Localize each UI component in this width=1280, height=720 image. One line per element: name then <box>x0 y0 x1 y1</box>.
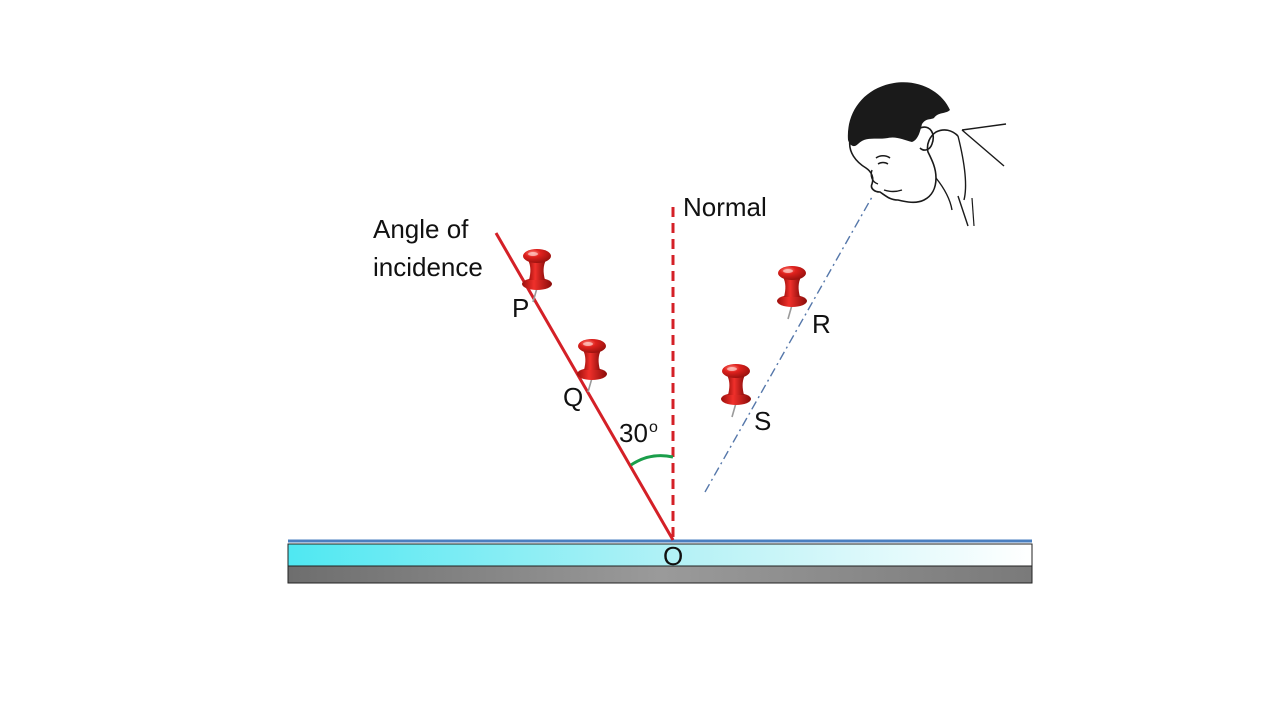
line-of-sight <box>704 196 873 493</box>
angle-value: 30 <box>619 418 648 448</box>
pin-p-label: P <box>512 293 529 323</box>
angle-arc <box>630 454 674 467</box>
angle-of-incidence-label-line2: incidence <box>373 252 483 282</box>
pin-q-label: Q <box>563 382 583 412</box>
pin-s-label: S <box>754 406 771 436</box>
mirror-base <box>287 565 1033 584</box>
angle-of-incidence-label-line1: Angle of <box>373 214 469 244</box>
point-o-label: O <box>663 541 683 571</box>
pin-s-icon <box>720 363 752 418</box>
normal-label: Normal <box>683 192 767 222</box>
observer-head-icon <box>847 82 1007 227</box>
angle-value-label: 30 o <box>619 418 658 448</box>
angle-degree-symbol: o <box>649 419 658 436</box>
plane-mirror <box>287 539 1033 584</box>
pin-r-label: R <box>812 309 831 339</box>
incident-ray <box>494 232 675 541</box>
mirror-glass <box>287 543 1033 567</box>
pin-r-icon <box>776 265 808 320</box>
